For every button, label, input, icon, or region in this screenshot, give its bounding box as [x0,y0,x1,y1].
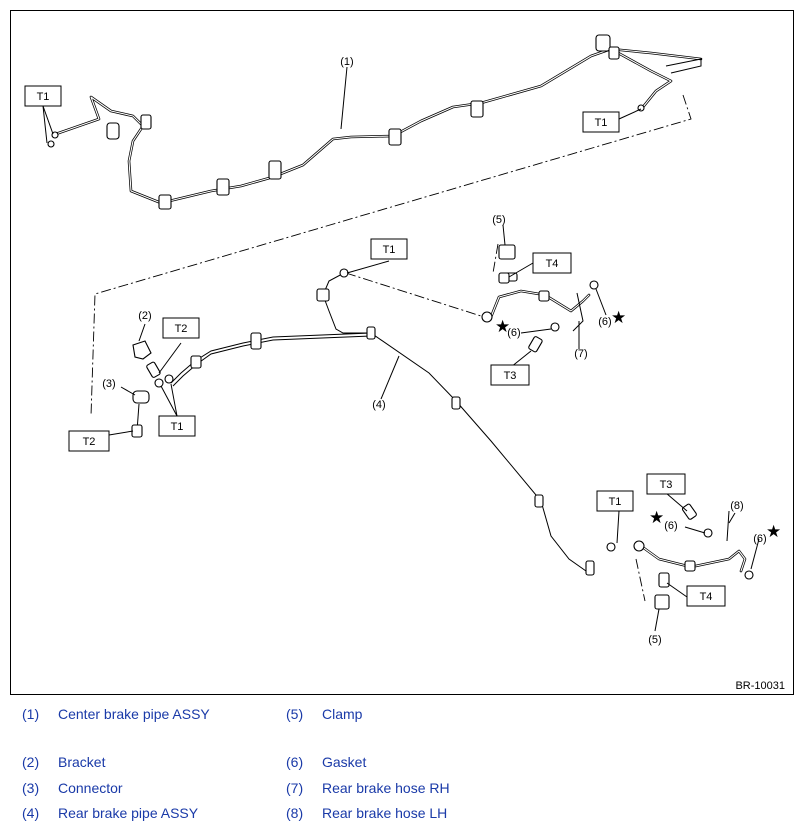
legend-label: Rear brake hose LH [322,805,448,821]
svg-text:T3: T3 [660,479,673,491]
rear-pipe-clips [190,268,616,576]
torque-box-t3-lower: T3 [646,473,686,495]
svg-text:T2: T2 [83,436,96,448]
legend-label: Rear brake hose RH [322,780,450,796]
reference-line-clamp-bottom [635,558,646,602]
diagram-frame: T1 T1 T1 T2 T1 T2 T4 T3 T1 T3 T4 (1) (2)… [10,10,794,695]
t4-bolt-upper [498,272,510,284]
callout-rear-brake-hose-lh: (8) [730,500,743,512]
legend-label: Center brake pipe ASSY [58,706,210,722]
rear-brake-hose-rh [481,244,599,353]
t3-bolt-lower [681,503,697,520]
connector-part [132,390,150,404]
svg-text:T3: T3 [504,370,517,382]
torque-box-t3-upper: T3 [490,364,530,386]
clamp-upper [498,244,516,260]
callout-connector: (3) [102,378,115,390]
torque-box-t1-left: T1 [24,85,62,107]
star-marker-rh-lower: ★ [495,317,510,337]
callout-gasket-lh-lower: (6) [753,533,766,545]
reference-line-clamp-top [492,243,499,274]
t2-bolt-lower [131,424,143,438]
callout-gasket-rh-lower: (6) [507,327,520,339]
t4-bolt-lower [658,572,670,588]
legend-number: (3) [22,780,40,796]
legend-number: (5) [286,706,304,722]
callout-gasket-rh-upper: (6) [598,316,611,328]
callout-gasket-lh-upper: (6) [664,520,677,532]
torque-box-t1-bracket: T1 [158,415,196,437]
callout-bracket: (2) [138,310,151,322]
torque-box-t1-top-right: T1 [582,111,620,133]
legend-label: Gasket [322,754,367,770]
bracket-part [132,340,152,360]
legend-label: Bracket [58,754,106,770]
svg-text:T1: T1 [171,421,184,433]
svg-text:T4: T4 [546,258,559,270]
legend-number: (1) [22,706,40,722]
svg-text:T4: T4 [700,591,713,603]
brake-piping-diagram: T1 T1 T1 T2 T1 T2 T4 T3 T1 T3 T4 (1) (2)… [24,34,781,646]
torque-box-t2-lower: T2 [68,430,110,452]
svg-text:T1: T1 [37,91,50,103]
torque-box-t4-lower: T4 [686,585,726,607]
legend-number: (7) [286,780,304,796]
reference-line-main [90,94,692,417]
legend-number: (2) [22,754,40,770]
gasket-upper-rh [589,280,599,290]
gasket-lower-rh [550,322,560,332]
t3-bolt-upper [528,336,543,353]
gasket-lh-upper [703,528,713,538]
svg-text:T1: T1 [609,496,622,508]
svg-text:T1: T1 [383,244,396,256]
callout-rear-brake-hose-rh: (7) [574,348,587,360]
legend-label: Clamp [322,706,363,722]
svg-text:T1: T1 [595,117,608,129]
callout-rear-brake-pipe: (4) [372,399,385,411]
torque-box-t2-upper: T2 [162,317,200,339]
t2-bolt-upper [146,361,161,378]
clamp-lower [654,594,670,610]
torque-box-t1-lower: T1 [596,490,634,512]
rear-brake-hose-lh [633,503,754,610]
gasket-lh-lower [744,570,754,580]
svg-text:T2: T2 [175,323,188,335]
figure-code: BR-10031 [735,680,785,692]
star-marker-rh-upper: ★ [611,308,626,328]
legend-number: (8) [286,805,304,821]
leader-lines [42,66,760,632]
torque-box-t1-middle: T1 [370,238,408,260]
rear-brake-pipe [170,272,587,572]
parts-legend: (1) Center brake pipe ASSY (2) Bracket (… [0,700,804,831]
torque-box-t4-upper: T4 [532,252,572,274]
callout-center-brake-pipe: (1) [340,56,353,68]
legend-number: (4) [22,805,40,821]
star-marker-lh-lower: ★ [766,522,781,542]
callout-clamp-lower: (5) [648,634,661,646]
callout-clamp-upper: (5) [492,214,505,226]
legend-number: (6) [286,754,304,770]
center-pipe-clips [47,34,645,210]
legend-label: Rear brake pipe ASSY [58,805,199,821]
star-marker-lh-upper: ★ [649,508,664,528]
reference-line-t1-hose [345,272,482,317]
legend-label: Connector [58,780,123,796]
